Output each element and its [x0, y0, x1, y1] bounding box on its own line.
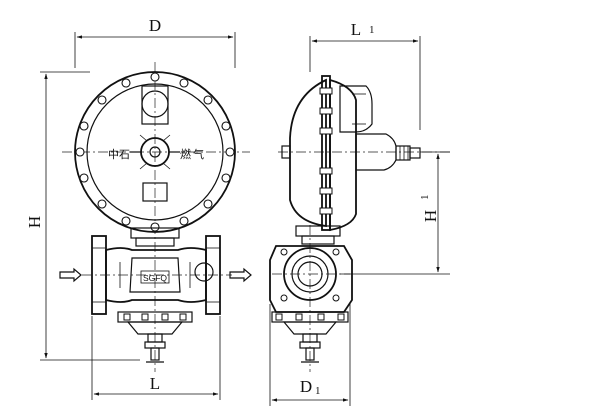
bottom-cap	[126, 321, 184, 335]
dim-label-L: L	[150, 374, 160, 393]
inlet-flow-arrow	[59, 267, 82, 283]
housing-bolts	[75, 72, 235, 232]
nameplate	[142, 182, 168, 202]
body-side-port	[194, 262, 214, 282]
dim-label-H1: H	[421, 210, 440, 222]
front-view: 中 石 燃 气 SGFQ	[59, 62, 252, 372]
dim-label-D1: D	[300, 377, 312, 396]
outlet-flange	[205, 235, 221, 315]
diaphragm-housing-inner	[86, 83, 224, 221]
cover-glyph-3: 燃	[180, 147, 191, 161]
dimension-lines: D L 1 H H 1 L D 1	[25, 16, 450, 406]
side-view	[269, 75, 450, 372]
diaphragm-housing-outer	[74, 71, 236, 233]
housing-side-left	[289, 78, 327, 228]
vent-port	[281, 145, 291, 159]
dim-label-D1-sub: 1	[315, 385, 321, 397]
upper-side-boss	[339, 85, 373, 133]
cover-glyph-2: 石	[119, 149, 130, 161]
housing-side-right	[329, 78, 357, 232]
dim-label-D: D	[149, 16, 161, 35]
outlet-flow-arrow	[229, 267, 252, 283]
bottom-cap-side	[282, 321, 338, 335]
body-mark: SGFQ	[143, 273, 167, 283]
cover-glyph-1: 中	[108, 148, 119, 161]
adjusting-knob-center	[149, 146, 161, 158]
dim-label-L1: L	[351, 20, 361, 39]
dim-label-H1-sub: 1	[419, 195, 431, 201]
dim-label-H: H	[25, 216, 44, 228]
upper-port-circle	[141, 90, 169, 118]
dim-label-L1-sub: 1	[369, 24, 375, 36]
cover-glyph-4: 气	[193, 147, 204, 161]
